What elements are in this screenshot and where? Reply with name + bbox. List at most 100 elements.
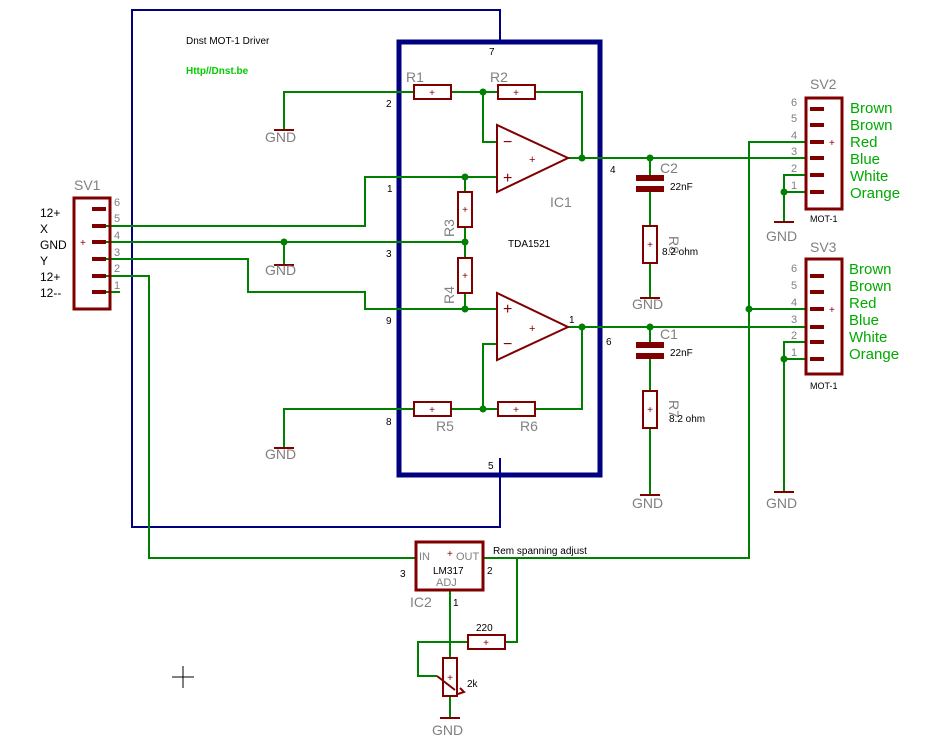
sv2-part: MOT-1: [810, 214, 838, 224]
sv1-name: SV1: [74, 177, 101, 193]
sv2-pin-number: 3: [791, 146, 797, 158]
gnd-label: GND: [265, 262, 296, 278]
ic2-pin-out: 2: [487, 566, 493, 577]
svg-text:−: −: [503, 134, 512, 151]
ic2-name: IC2: [410, 594, 432, 610]
sv1-signal: 12+: [40, 270, 60, 284]
resistor-220: [467, 634, 506, 650]
c2-value: 22nF: [670, 182, 693, 193]
sv2-pin-number: 2: [791, 163, 797, 175]
sv3-wire-color: Brown: [849, 278, 892, 295]
sv2-pin-number: 4: [791, 130, 797, 142]
capacitor-c2: [636, 175, 664, 181]
ic1-supply-frame: [131, 9, 501, 528]
sv1-pin-number: 1: [114, 280, 120, 292]
svg-text:+: +: [647, 405, 653, 416]
c2-label: C2: [660, 160, 678, 176]
potentiometer-2k: [442, 657, 458, 697]
sv2-name: SV2: [810, 76, 837, 92]
opamp-1: [496, 123, 571, 194]
opamp-2: [496, 291, 571, 362]
sv3-connector: +: [804, 257, 844, 376]
r6-label: R6: [520, 418, 538, 434]
sv1-pin-number: 2: [114, 263, 120, 275]
sv3-pin-number: 1: [791, 347, 797, 359]
resistors: [413, 84, 658, 697]
gnd-label: GND: [766, 495, 797, 511]
svg-text:+: +: [429, 88, 435, 99]
sv1-pin-number: 3: [114, 247, 120, 259]
svg-text:−: −: [503, 336, 512, 353]
r2-label: R2: [490, 69, 508, 85]
resistor-r3: [457, 191, 473, 228]
svg-text:+: +: [647, 240, 653, 251]
wires: [104, 91, 806, 718]
adjust-note: Rem spanning adjust: [493, 546, 587, 557]
capacitors: [636, 175, 664, 359]
sv2-wire-color: Brown: [850, 100, 893, 117]
ic2-pin-adj: 1: [453, 598, 459, 609]
c1-label: C1: [660, 326, 678, 342]
r1-label: R1: [406, 69, 424, 85]
gnd-label: GND: [265, 129, 296, 145]
ic2-pin-in: 3: [400, 569, 406, 580]
resistor-r1: [413, 84, 452, 100]
ic1-pin-6: 6: [606, 337, 612, 348]
svg-text:+: +: [462, 205, 468, 216]
sv2-wire-color: Brown: [850, 117, 893, 134]
ic1-body: [396, 39, 603, 478]
ic2-out-label: OUT: [456, 551, 480, 563]
sv3-name: SV3: [810, 239, 837, 255]
sv3-wire-color: Blue: [849, 312, 879, 329]
sv1-signal: GND: [40, 238, 67, 252]
svg-text:+: +: [829, 138, 835, 149]
c1-value: 22nF: [670, 348, 693, 359]
ic1-pin-8: 8: [386, 417, 392, 428]
sv1-connector: +: [72, 196, 112, 311]
svg-text:+: +: [513, 88, 519, 99]
r8-value: 8.2 ohm: [662, 247, 698, 258]
sv3-wire-color: Orange: [849, 346, 899, 363]
sv3-pin-number: 5: [791, 280, 797, 292]
crosshair-cursor-icon: [172, 666, 194, 688]
sv1-signal: X: [40, 222, 48, 236]
ic2-adj-label: ADJ: [436, 577, 457, 589]
gnd-symbols: [274, 129, 794, 719]
sv2-connector: +: [804, 96, 844, 211]
sv3-part: MOT-1: [810, 381, 838, 391]
ic2-in-label: IN: [419, 551, 430, 563]
ic1-pin-1-in: 1: [387, 184, 393, 195]
website-url: Http//Dnst.be: [186, 66, 249, 77]
sv3-pin-number: 3: [791, 314, 797, 326]
ic1-pin-4: 4: [610, 165, 616, 176]
ic1-pin-9: 9: [386, 316, 392, 327]
sv1-signal: 12--: [40, 286, 61, 300]
svg-text:+: +: [513, 405, 519, 416]
gnd-label: GND: [632, 296, 663, 312]
svg-text:+: +: [483, 638, 489, 649]
ic1-pin-7: 7: [489, 47, 495, 58]
svg-text:+: +: [503, 170, 512, 187]
sv3-pin-number: 6: [791, 263, 797, 275]
resistor-r6: [497, 401, 536, 417]
resistor-r8: [642, 225, 658, 264]
resistor-r4: [457, 257, 473, 294]
svg-text:+: +: [429, 405, 435, 416]
resistor-220-value: 220: [476, 623, 493, 634]
gnd-label: GND: [632, 495, 663, 511]
sv2-pin-number: 6: [791, 97, 797, 109]
capacitor-c1: [636, 342, 664, 348]
sv2-pin-number: 5: [791, 113, 797, 125]
r7-label: R7: [666, 400, 682, 418]
r8-label: R8: [666, 236, 682, 254]
r3-label: R3: [441, 219, 457, 237]
resistor-r5: [413, 401, 452, 417]
ic1-type: TDA1521: [508, 239, 551, 250]
sv2-wire-color: Orange: [850, 185, 900, 202]
sv3-pin-number: 2: [791, 330, 797, 342]
gnd-label: GND: [265, 446, 296, 462]
r7-value: 8.2 ohm: [669, 414, 705, 425]
sv1-pin-number: 5: [114, 213, 120, 225]
sv2-wire-color: White: [850, 168, 888, 185]
